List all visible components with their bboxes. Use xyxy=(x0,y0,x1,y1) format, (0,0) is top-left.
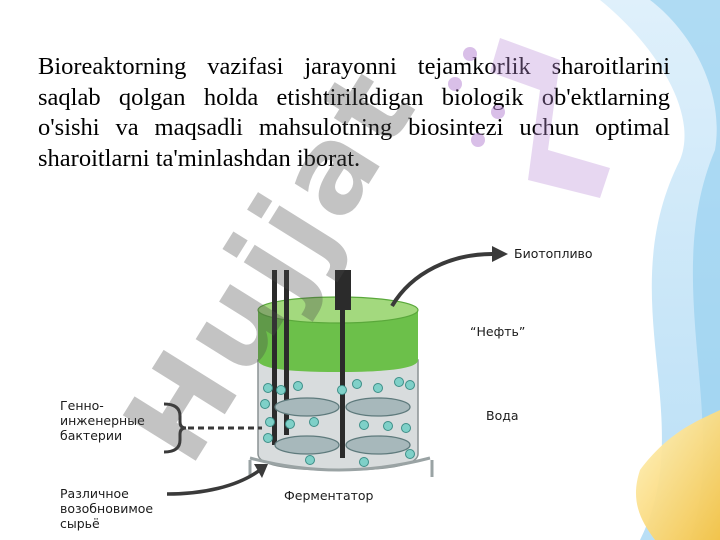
slide-paragraph: Bioreaktorning vazifasi jarayonni tejamk… xyxy=(38,53,670,172)
bioreactor-diagram: Биотопливо “Нефть” Вода Генно- инженерны… xyxy=(52,232,626,540)
label-water: Вода xyxy=(486,408,519,423)
biofuel-arrow xyxy=(390,246,508,308)
label-bacteria-line1: Генно- xyxy=(60,398,104,413)
light-blue-wave-shape xyxy=(650,0,720,540)
label-feed-line2: возобновимое xyxy=(60,501,153,516)
bacteria-bracket xyxy=(163,402,262,454)
label-bacteria-line3: бактерии xyxy=(60,428,122,443)
label-biofuel: Биотопливо xyxy=(514,246,593,261)
label-feed-line3: сырьё xyxy=(60,516,100,531)
feedstock-arrow xyxy=(166,464,268,496)
impeller-blades xyxy=(274,397,411,455)
label-bacteria-line2: инженерные xyxy=(60,413,145,428)
inlet-pipes xyxy=(272,270,289,445)
blue-wave-shape xyxy=(600,0,720,540)
label-feed-line1: Различное xyxy=(60,486,129,501)
label-oil: “Нефть” xyxy=(470,324,525,339)
label-fermenter: Ферментатор xyxy=(284,488,374,503)
yellow-accent-shape xyxy=(635,410,720,540)
stirrer-shaft xyxy=(335,270,351,458)
bacteria-dots xyxy=(260,377,415,467)
